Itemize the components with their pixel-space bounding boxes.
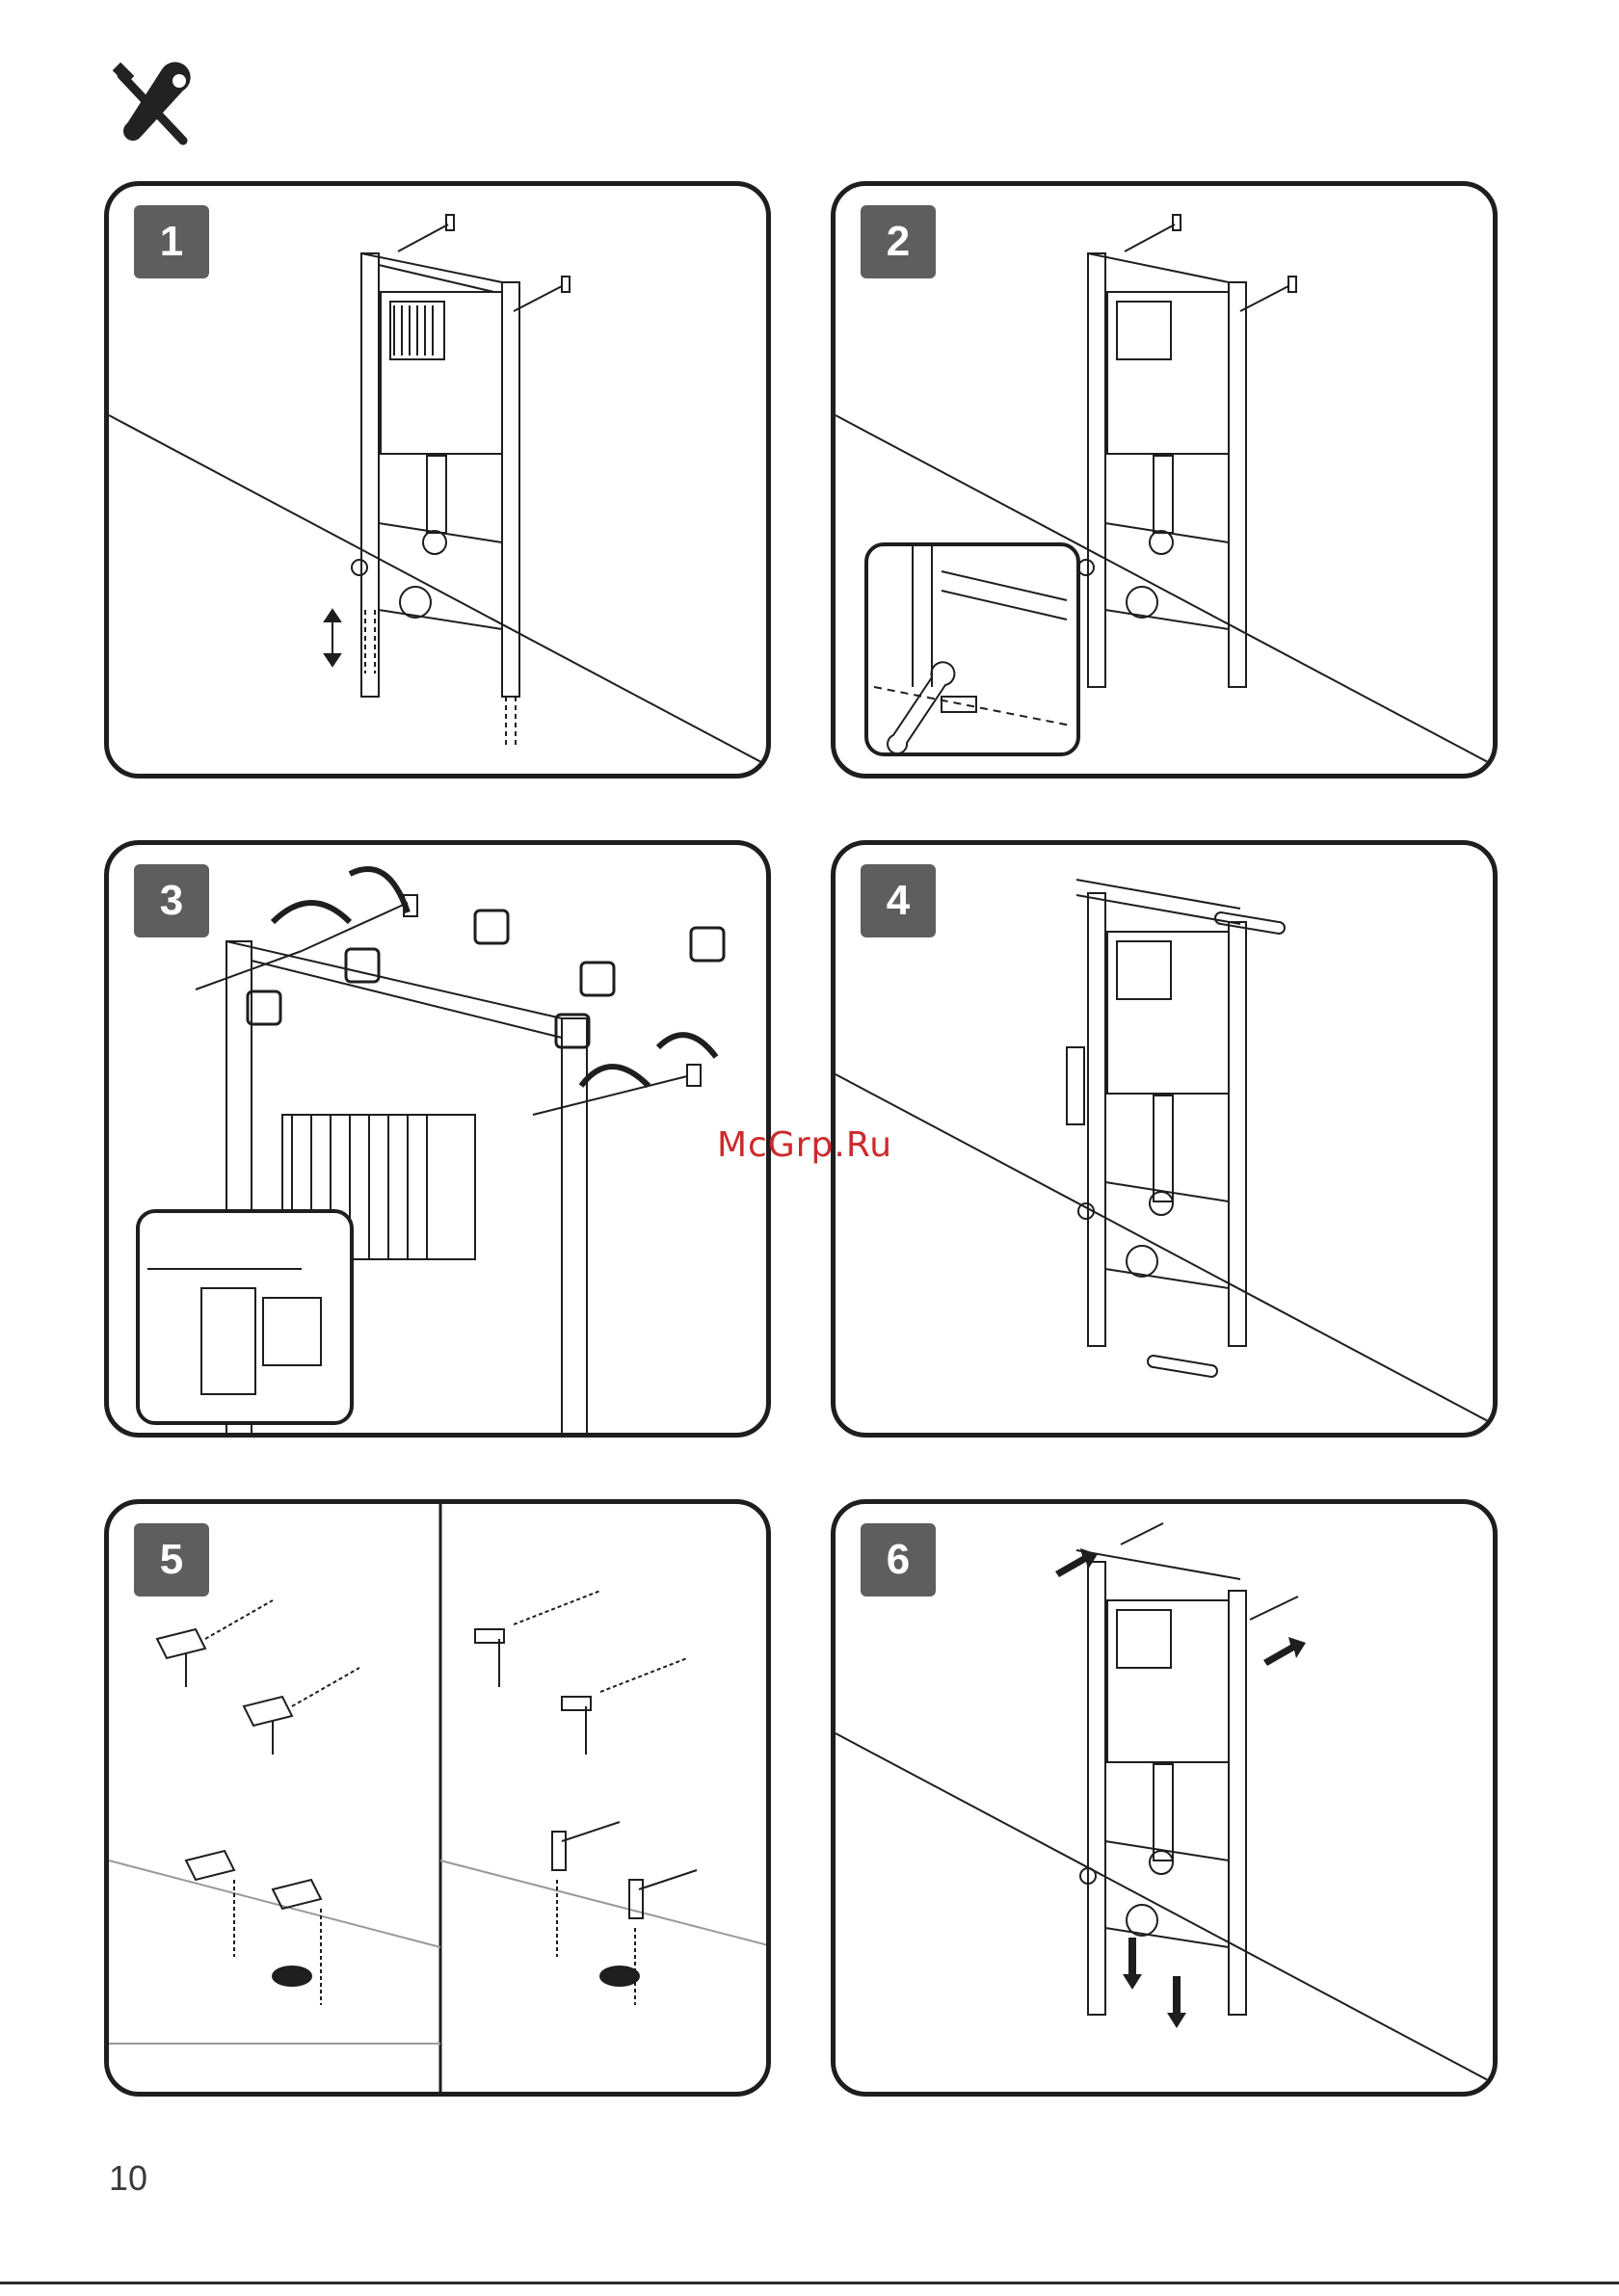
step-panel-1: 1 <box>104 181 771 779</box>
installation-frame-illustration <box>836 1504 1498 2097</box>
page-number: 10 <box>109 2158 147 2199</box>
watermark: McGrp.Ru <box>717 1125 892 1165</box>
drilling-and-anchoring-illustration <box>109 1504 771 2097</box>
step-panel-5: 5 <box>104 1499 771 2097</box>
installation-frame-illustration <box>109 186 771 779</box>
installation-frame-illustration <box>836 186 1498 779</box>
footer-divider <box>0 2282 1619 2284</box>
installation-frame-illustration <box>836 845 1498 1438</box>
tools-icon <box>104 60 200 156</box>
step-panel-3: 3 <box>104 840 771 1438</box>
step-panel-2: 2 <box>831 181 1498 779</box>
step-panel-4: 4 <box>831 840 1498 1438</box>
step-panel-6: 6 <box>831 1499 1498 2097</box>
installation-frame-illustration <box>109 845 771 1438</box>
